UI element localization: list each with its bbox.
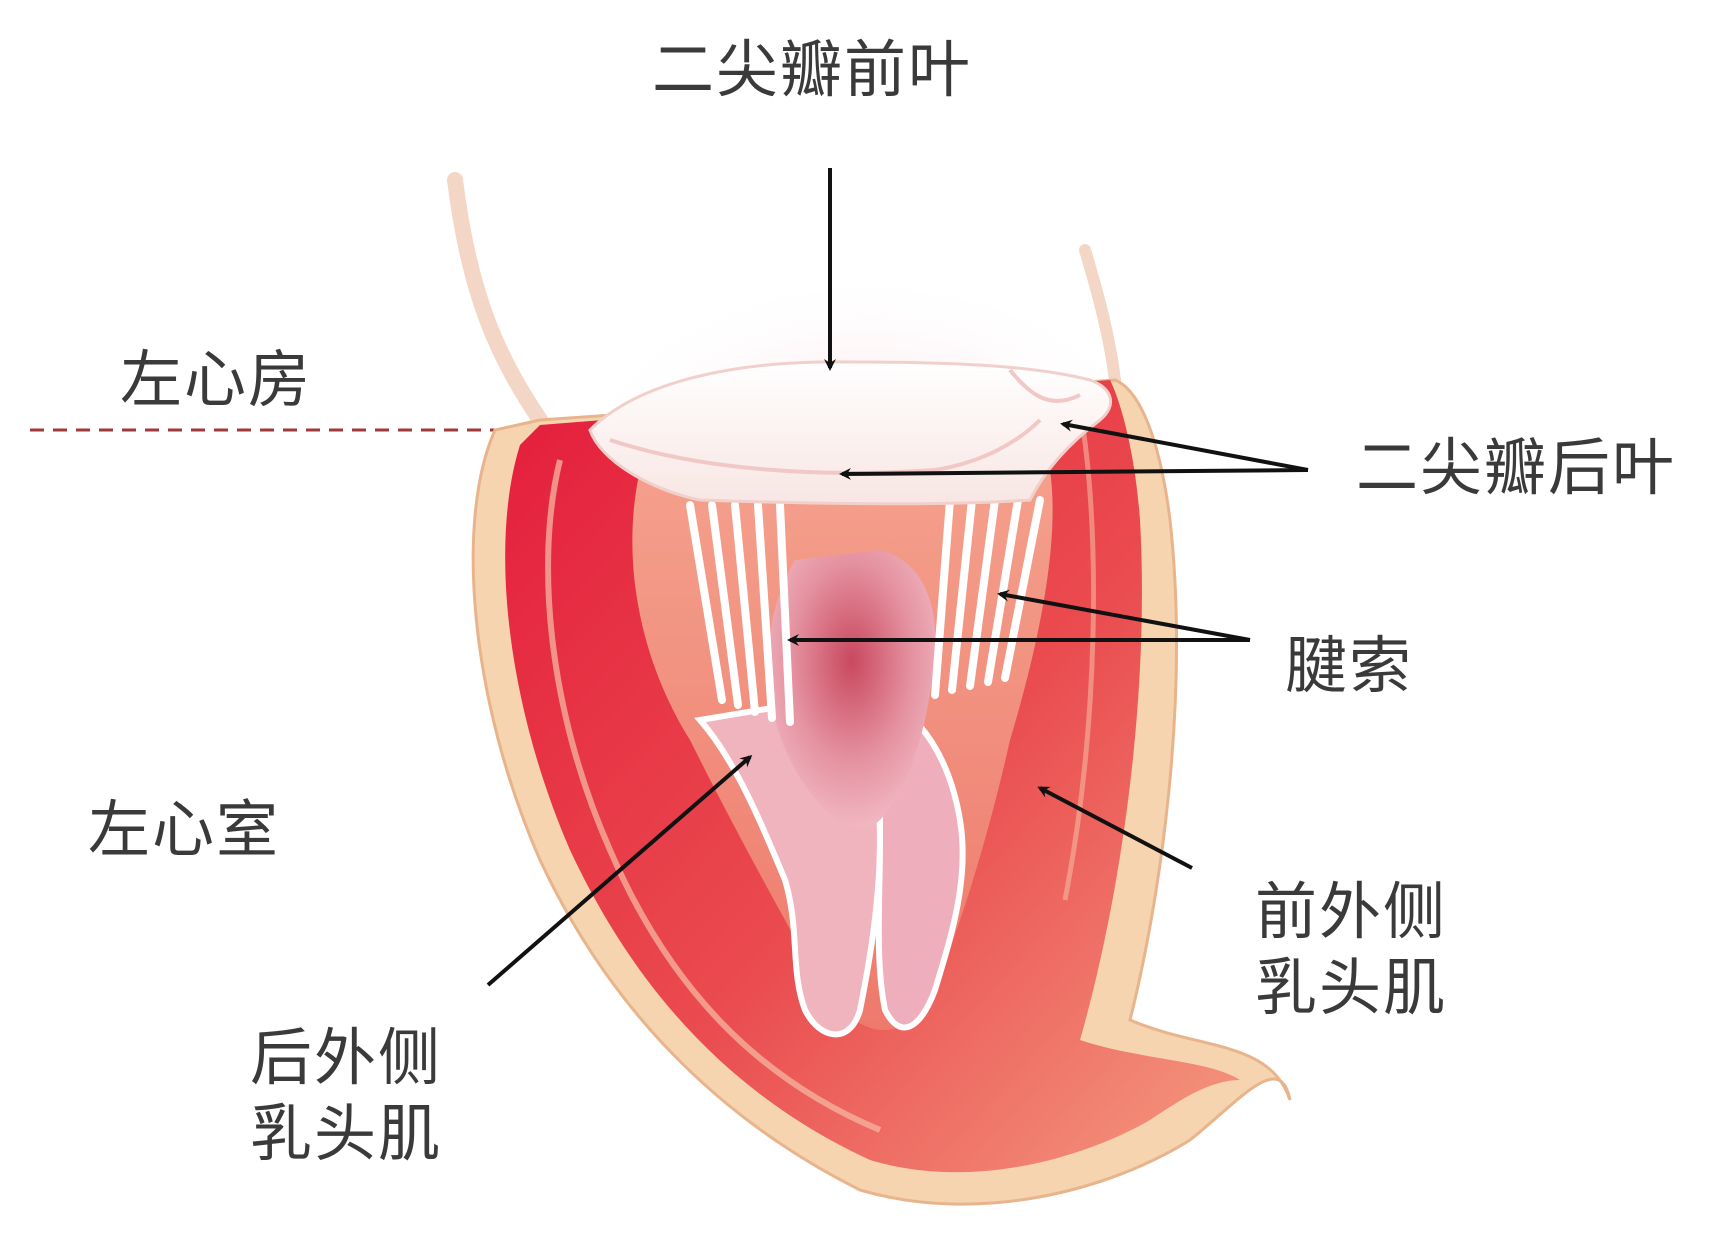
label-left-atrium: 左心房 [120,342,312,418]
label-posteromedial-papillary-muscle: 后外侧 乳头肌 [250,1020,442,1171]
label-mitral-posterior-leaflet: 二尖瓣后叶 [1356,430,1676,506]
atrial-wall-left [455,180,540,420]
label-mitral-anterior-leaflet: 二尖瓣前叶 [652,32,972,108]
label-chordae-tendineae: 腱索 [1285,628,1413,704]
label-anterolateral-papillary-muscle: 前外侧 乳头肌 [1255,874,1447,1025]
label-left-ventricle: 左心室 [88,792,280,868]
